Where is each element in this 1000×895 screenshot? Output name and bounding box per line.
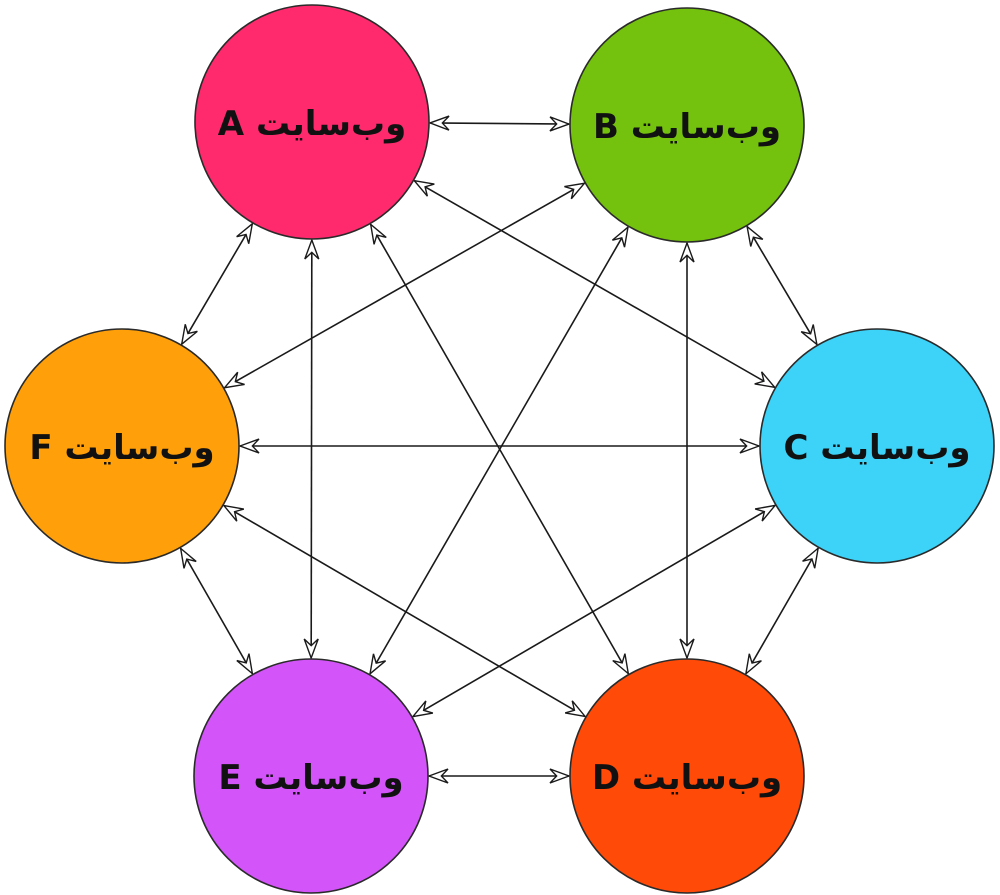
- node-label-d: وب‌سایت D: [592, 758, 782, 798]
- edge-A-F: [180, 222, 254, 346]
- edge-D-E: [426, 768, 572, 784]
- node-website-b: وب‌سایت B: [569, 7, 805, 243]
- arrowhead-icon-E-F: [179, 546, 197, 569]
- arrowhead-icon-C-B: [746, 224, 764, 247]
- node-circle-d: [569, 658, 805, 894]
- edge-line-A-B: [429, 122, 570, 125]
- arrowhead-icon-C-E: [411, 700, 434, 718]
- edge-line-A-E: [310, 239, 313, 659]
- arrowhead-icon-C-D: [744, 653, 762, 676]
- edge-C-D: [744, 546, 820, 676]
- arrowhead-icon-E-C: [754, 504, 777, 522]
- arrowhead-icon-B-D: [679, 638, 695, 661]
- node-circle-c: [759, 328, 995, 564]
- arrowhead-icon-C-A: [412, 179, 435, 197]
- arrowhead-icon-E-D: [549, 768, 572, 784]
- arrowhead-icon-D-E: [426, 768, 449, 784]
- arrowhead-icon-B-E: [369, 653, 387, 676]
- node-circle-a: [194, 4, 430, 240]
- edge-E-F: [179, 546, 254, 676]
- arrowhead-icon-E-B: [611, 225, 629, 248]
- edge-A-E: [303, 237, 320, 661]
- node-circle-e: [193, 658, 429, 894]
- arrowhead-icon-F-B: [564, 182, 587, 200]
- arrowhead-icon-B-F: [222, 371, 245, 389]
- arrowhead-icon-F-A: [236, 222, 254, 244]
- arrowhead-icon-F-C: [739, 438, 762, 454]
- edge-line-A-F: [181, 223, 253, 345]
- arrowhead-icon-A-F: [180, 324, 198, 346]
- node-website-e: وب‌سایت E: [193, 658, 429, 894]
- edge-C-F: [237, 438, 762, 454]
- node-label-c: وب‌سایت C: [783, 428, 970, 468]
- edge-line-D-F: [223, 504, 586, 718]
- arrowhead-icon-D-B: [679, 240, 695, 263]
- arrowhead-icon-C-F: [237, 438, 260, 454]
- arrowhead-icon-E-A: [304, 237, 320, 260]
- node-label-b: وب‌سایت B: [593, 107, 781, 147]
- arrowhead-icon-B-C: [800, 324, 818, 347]
- arrowhead-icon-D-A: [369, 222, 387, 245]
- arrowhead-icon-B-A: [427, 115, 450, 131]
- node-website-d: وب‌سایت D: [569, 658, 805, 894]
- arrowhead-icon-A-C: [754, 371, 777, 389]
- edge-line-E-F: [179, 547, 254, 675]
- node-label-e: وب‌سایت E: [218, 758, 403, 798]
- edge-line-B-E: [369, 226, 629, 675]
- node-circle-b: [569, 7, 805, 243]
- node-label-f: وب‌سایت F: [29, 428, 214, 468]
- nodes-layer: وب‌سایت A وب‌سایت B وب‌سایت C وب‌سایت D وب‌س…: [4, 4, 995, 894]
- edge-B-D: [679, 240, 695, 661]
- edge-line-B-C: [746, 226, 818, 345]
- edge-line-B-F: [224, 182, 585, 389]
- edge-B-F: [222, 182, 587, 389]
- edge-line-C-E: [412, 504, 776, 718]
- arrowhead-icon-F-E: [236, 653, 254, 676]
- node-website-c: وب‌سایت C: [759, 328, 995, 564]
- arrowhead-icon-A-E: [303, 638, 319, 661]
- edge-C-E: [411, 504, 777, 718]
- arrowhead-icon-F-D: [564, 700, 587, 718]
- edges-layer: [179, 115, 820, 784]
- node-website-a: وب‌سایت A: [194, 4, 430, 240]
- arrowhead-icon-A-B: [549, 116, 572, 132]
- node-label-a: وب‌سایت A: [218, 104, 406, 144]
- arrowhead-icon-D-F: [222, 504, 245, 522]
- edge-line-C-D: [745, 547, 819, 675]
- arrowhead-icon-A-D: [612, 653, 630, 676]
- edge-D-F: [222, 504, 587, 718]
- edge-B-E: [369, 225, 629, 676]
- node-website-f: وب‌سایت F: [4, 328, 240, 564]
- edge-B-C: [746, 224, 818, 347]
- node-circle-f: [4, 328, 240, 564]
- arrowhead-icon-D-C: [802, 546, 820, 569]
- edge-A-B: [427, 115, 572, 132]
